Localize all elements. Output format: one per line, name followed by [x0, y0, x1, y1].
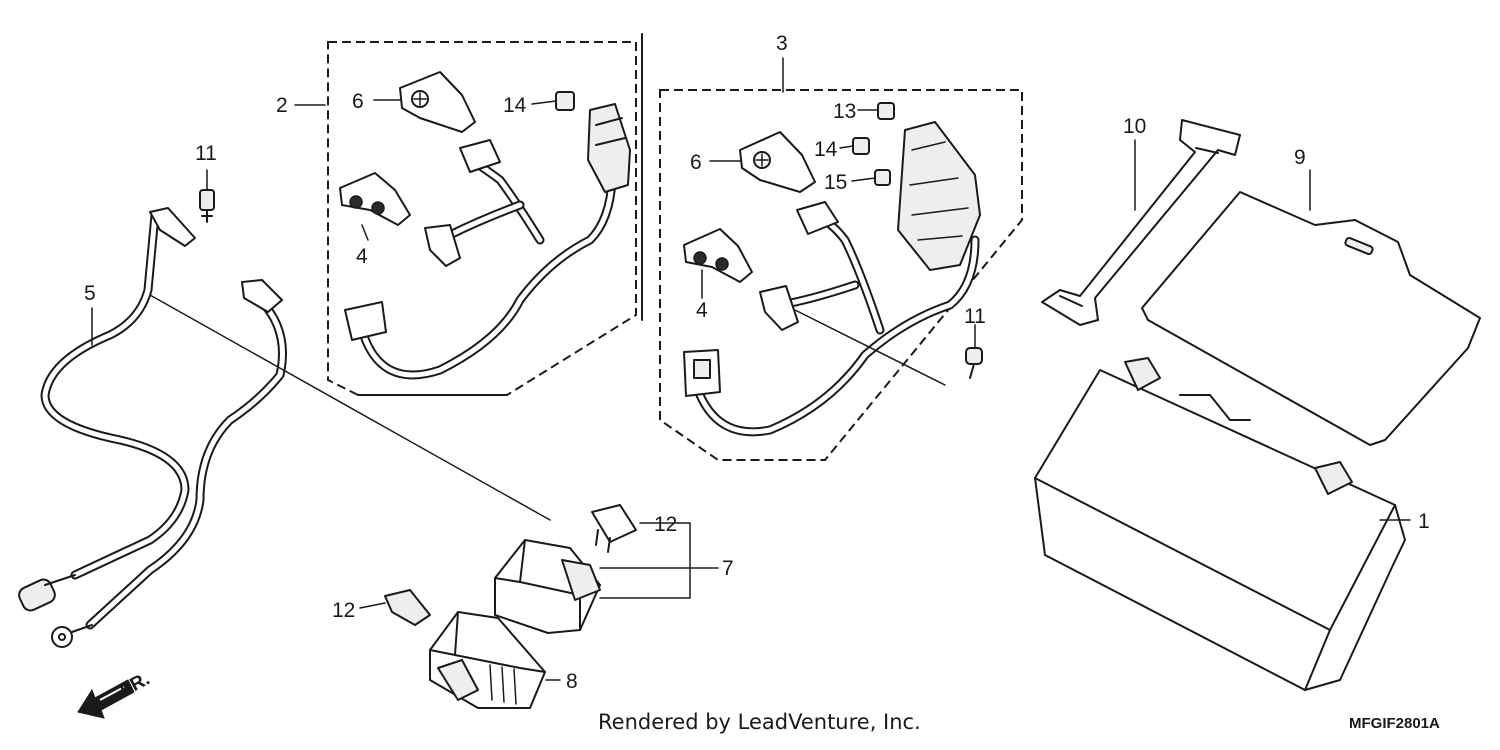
credit-text: Rendered by LeadVenture, Inc. [598, 710, 921, 734]
battery-1 [1034, 357, 1406, 691]
diagram-code: MFGIF2801A [1349, 715, 1440, 732]
harness-2 [344, 103, 631, 380]
callout-14a: 14 [503, 94, 527, 117]
relay-8 [429, 611, 546, 709]
leader-lines [91, 57, 1411, 681]
bolt-11-right [965, 347, 983, 379]
connector-12a [591, 504, 637, 553]
terminal-cover-4b [683, 228, 753, 283]
strap-10 [1041, 119, 1241, 326]
front-arrow-icon: FR. [77, 669, 153, 719]
callout-11a: 11 [195, 142, 217, 165]
callout-3: 3 [776, 32, 788, 55]
terminal-cover-6a [399, 71, 476, 133]
clip-14b [852, 137, 870, 155]
guide-line [149, 294, 946, 521]
callout-6b: 6 [690, 151, 702, 174]
callout-11b: 11 [964, 305, 986, 328]
callout-8: 8 [566, 670, 578, 693]
callout-2: 2 [276, 94, 288, 117]
callout-4a: 4 [356, 245, 368, 268]
terminal-cover-4a [339, 172, 411, 226]
callout-12b: 12 [332, 599, 355, 622]
cover-9 [1141, 191, 1481, 446]
clip-13 [877, 102, 895, 120]
callout-14b: 14 [814, 138, 838, 161]
callout-5: 5 [84, 282, 96, 305]
callout-4b: 4 [696, 299, 708, 322]
connector-12b [384, 589, 431, 626]
callout-15: 15 [824, 171, 847, 194]
callout-6a: 6 [352, 90, 364, 113]
callout-9: 9 [1294, 146, 1306, 169]
callout-7: 7 [722, 557, 734, 580]
callout-1: 1 [1418, 510, 1430, 533]
callout-10: 10 [1123, 115, 1146, 138]
group-3-box [659, 89, 1023, 461]
sub-harness-5 [18, 207, 287, 648]
clip-15 [874, 169, 891, 186]
terminal-cover-6b [739, 131, 816, 193]
relay-7 [494, 539, 601, 634]
clip-14a [555, 91, 575, 111]
callout-13: 13 [833, 100, 856, 123]
callout-12a: 12 [654, 513, 677, 536]
bolt-11-left [199, 189, 215, 223]
harness-3 [683, 121, 981, 437]
callout-labels: 1 2 3 4 4 5 6 6 7 8 9 10 11 11 12 12 13 … [84, 32, 1430, 693]
